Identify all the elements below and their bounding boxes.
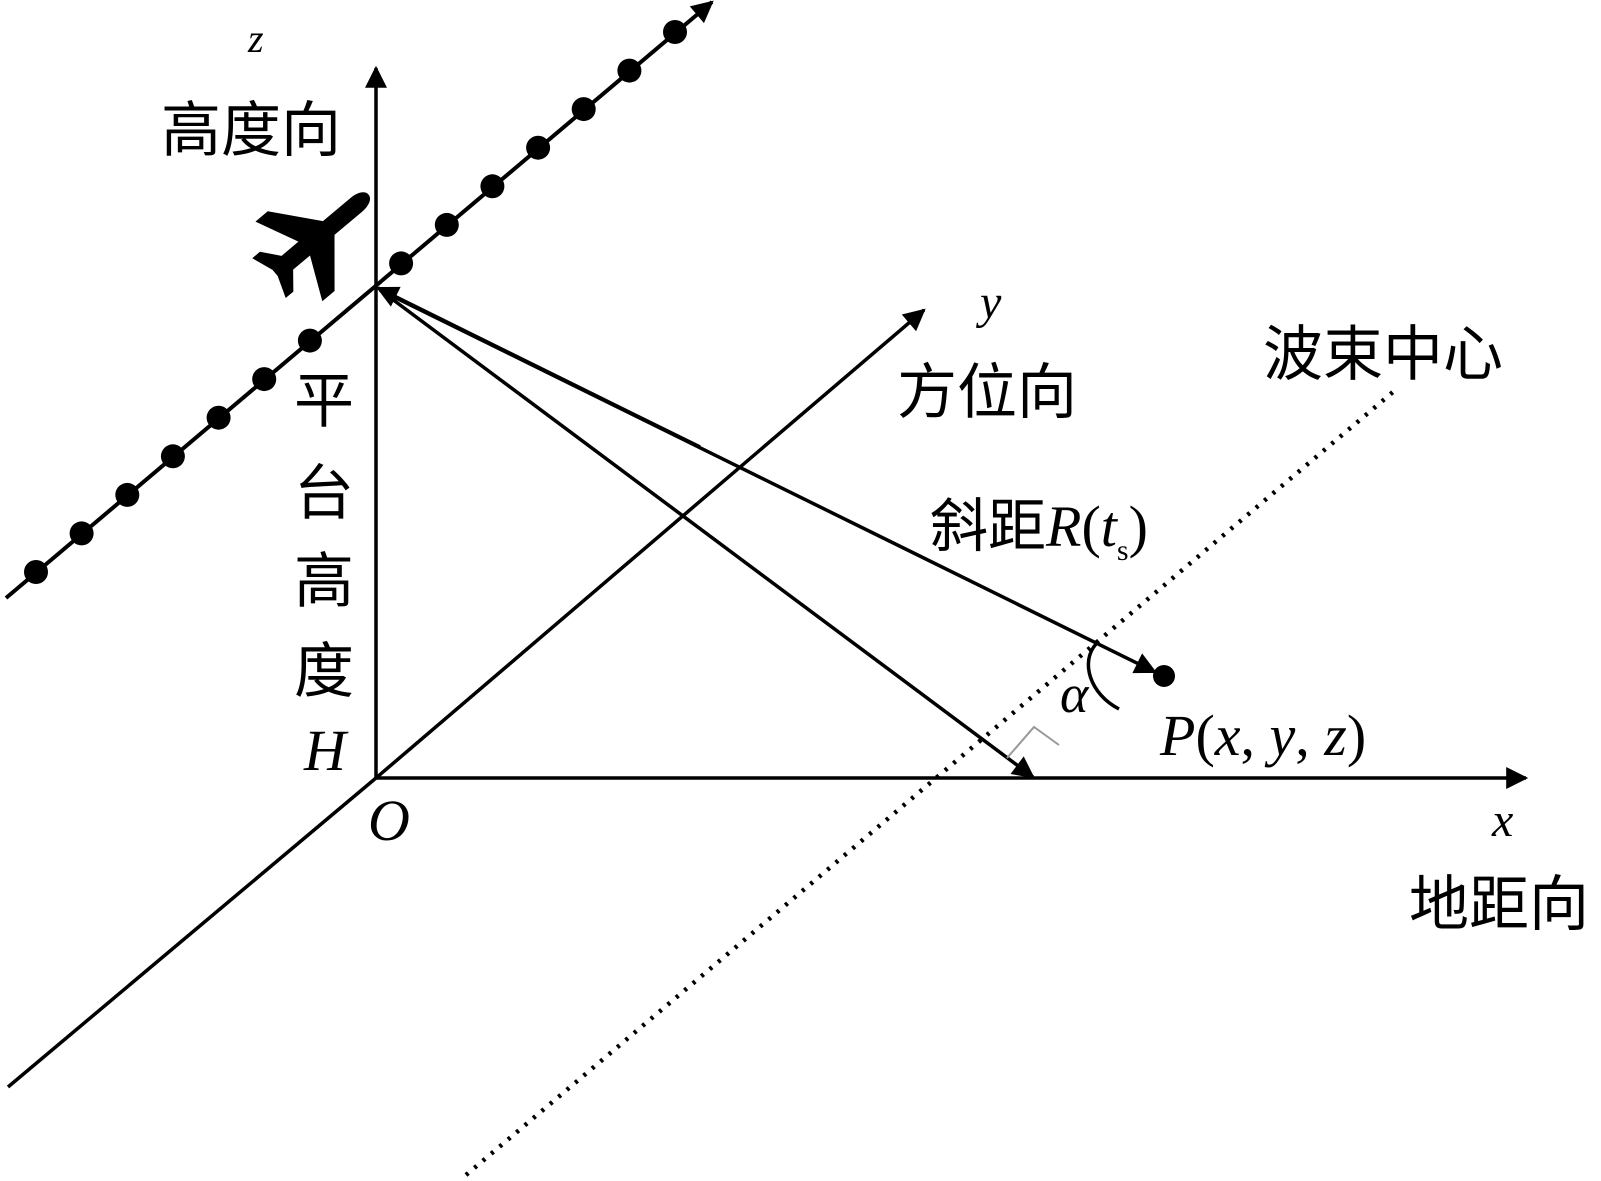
flight-track-line [4, 0, 714, 600]
airplane-icon [252, 192, 371, 302]
track-position-dot [571, 97, 596, 122]
track-position-dot [206, 405, 231, 430]
track-position-dot [297, 328, 322, 353]
track-position-dot [526, 135, 551, 160]
track-position-dot [69, 521, 94, 546]
platform-height-char-1: 平 [294, 367, 354, 437]
beam-center-line [464, 390, 1395, 1177]
platform-height-symbol: H [303, 718, 349, 783]
angle-label: α [1060, 664, 1090, 724]
slant-range-origin-arrow [376, 286, 701, 449]
track-position-dot [434, 212, 459, 237]
track-position-dot [480, 174, 505, 199]
track-position-dot [663, 20, 687, 44]
x-axis-label: 地距向 [1409, 870, 1589, 940]
track-position-dot [115, 482, 140, 507]
track-position-dot [24, 560, 48, 584]
slant-range-label: 斜距R(ts) [930, 492, 1148, 567]
origin-label: O [368, 788, 410, 853]
angle-arc [1086, 642, 1120, 711]
platform-height-char-2: 台 [294, 459, 354, 529]
beam-center-label: 波束中心 [1263, 320, 1503, 390]
platform-height-char-3: 高 [294, 547, 354, 617]
track-position-dot [252, 367, 277, 392]
target-point [1153, 665, 1175, 687]
track-position-dot [617, 58, 642, 83]
track-position-dot [160, 444, 185, 469]
track-position-dot [389, 251, 414, 276]
y-axis [374, 308, 926, 780]
ground-range-line [378, 288, 1035, 779]
x-axis-symbol: x [1491, 794, 1513, 847]
target-label: P(x, y, z) [1159, 703, 1366, 768]
z-axis-label: 高度向 [161, 96, 341, 166]
platform-height-char-4: 度 [294, 637, 354, 707]
flight-track-positions [24, 20, 687, 584]
y-axis-label: 方位向 [897, 358, 1077, 428]
y-axis-symbol: y [975, 276, 1002, 329]
perpendicular-mark [1006, 725, 1060, 759]
y-axis-negative [6, 776, 378, 1089]
z-axis-symbol: z [247, 16, 264, 61]
